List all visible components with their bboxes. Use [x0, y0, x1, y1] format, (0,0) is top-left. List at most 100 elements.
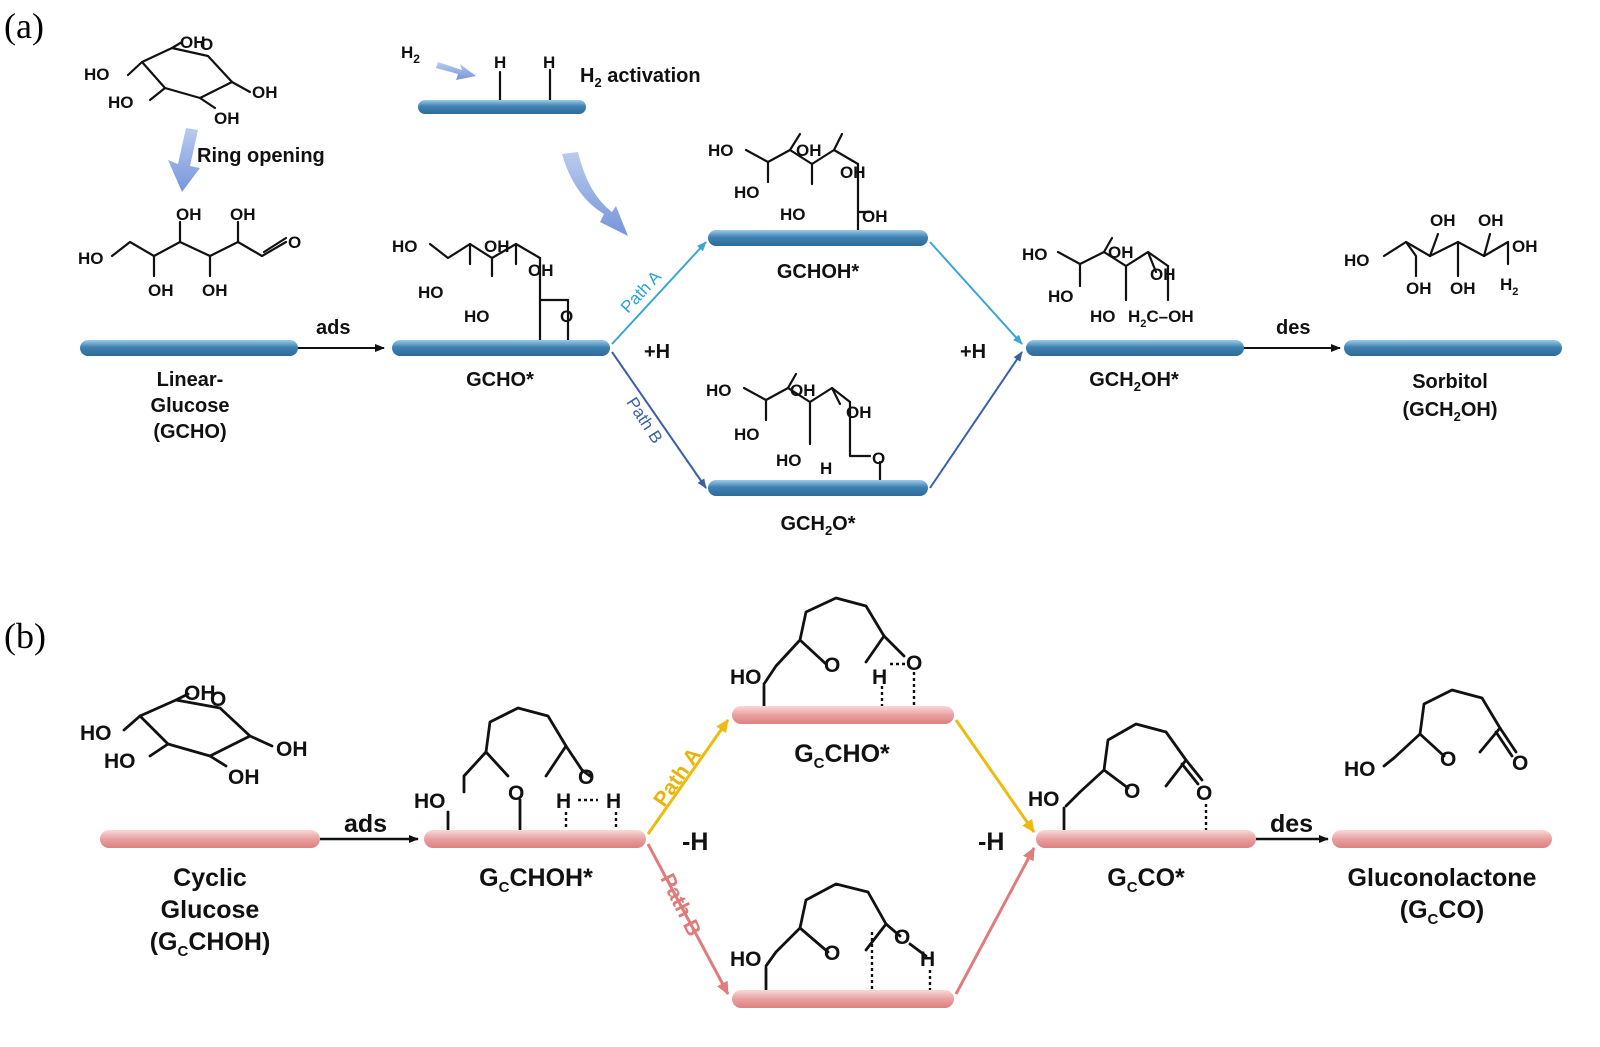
h2-small-arrow	[436, 62, 476, 80]
path-b-converge-arrow-b	[954, 847, 1036, 995]
level-linear-glucose	[80, 340, 298, 356]
sorbitol-label-line1: Sorbitol	[1412, 371, 1488, 393]
gcchoh-adsorbed-structure: HO O H O H	[414, 706, 621, 832]
level-path-b-intermediate	[732, 990, 954, 1008]
oh-label: OH	[1450, 279, 1476, 298]
h2-label: H2	[401, 43, 420, 66]
gccho-label: GCCHO*	[794, 740, 890, 772]
h2-activation-label: H2 activation	[580, 65, 701, 90]
oh-label: OH	[528, 261, 554, 280]
ring-o-label: O	[824, 942, 840, 965]
ho-label: HO	[104, 750, 136, 773]
ho-label: HO	[776, 451, 802, 470]
ho-label: HO	[730, 666, 762, 689]
level-gcco	[1036, 830, 1256, 848]
path-a-arrow-b	[646, 719, 730, 835]
ho-label: HO	[80, 722, 112, 745]
gchoh-adsorbed-structure: HO OH HO OH HO OH	[708, 132, 888, 232]
path-a-arrow-a	[611, 241, 707, 345]
ads-label-a: ads	[316, 317, 350, 339]
ring-o-label: O	[200, 35, 213, 54]
gch2o-label: GCH2O*	[780, 513, 855, 538]
oh-label: OH	[214, 109, 240, 128]
ho-label: HO	[734, 183, 760, 202]
ho-label: HO	[1048, 287, 1074, 306]
ho-label: HO	[414, 790, 446, 813]
ho-label: HO	[84, 65, 110, 84]
oh-label: OH	[1430, 211, 1456, 230]
oh-label: OH	[184, 682, 216, 705]
minus-h-label-left: -H	[682, 828, 708, 856]
oh-label: OH	[484, 237, 510, 256]
ho-label: HO	[1090, 307, 1116, 326]
cyclic-glucose-label-line2: Glucose	[161, 896, 260, 924]
h2c-oh-label: H2C–OH	[1128, 307, 1194, 330]
ho-label: HO	[464, 307, 490, 326]
ho-label: HO	[1028, 788, 1060, 811]
sorbitol-structure: HO OH OH OH OH OH H2	[1344, 211, 1538, 298]
h-label: H	[872, 666, 887, 689]
h-atom-right: H	[543, 53, 555, 72]
gluconolactone-structure: HO O O	[1344, 688, 1528, 781]
path-a-converge-arrow-b	[954, 719, 1036, 833]
oh-label: OH	[252, 83, 278, 102]
cyclic-glucose-label-line1: Cyclic	[173, 864, 247, 892]
ads-label-b: ads	[344, 810, 387, 838]
ho-label: HO	[1344, 251, 1370, 270]
oh-label: OH	[228, 766, 260, 789]
oh-label: OH	[846, 403, 872, 422]
gcchoh-label: GCCHOH*	[479, 864, 593, 896]
h2-activation-level	[418, 100, 586, 114]
gccho-adsorbed-structure: HO O H O	[730, 596, 922, 708]
ring-o-label: O	[1124, 780, 1140, 803]
linear-glucose-label-line1: Linear-	[157, 369, 224, 391]
ring-opening-label: Ring opening	[197, 145, 325, 167]
gcho-adsorbed-structure: HO OH HO OH HO O	[392, 237, 573, 342]
path-a-converge-arrow-a	[929, 241, 1023, 345]
ho-label: HO	[1022, 245, 1048, 264]
path-a-label-b: Path A	[649, 744, 706, 811]
gluconolactone-label-line1: Gluconolactone	[1348, 864, 1537, 892]
gcco-adsorbed-structure: HO O O	[1028, 722, 1212, 832]
level-gccho	[732, 706, 954, 724]
path-b-converge-arrow-a	[929, 351, 1023, 489]
minus-h-label-right: -H	[978, 828, 1004, 856]
oh-label: OH	[1512, 237, 1538, 256]
level-gcho	[392, 340, 610, 356]
gchoh-label: GCHOH*	[777, 261, 859, 283]
ring-o-label: O	[1440, 748, 1456, 771]
oh-label: OH	[1108, 243, 1134, 262]
panel-a-label: (a)	[4, 6, 44, 46]
ho-label: HO	[730, 948, 762, 971]
gcco-label: GCCO*	[1107, 864, 1185, 896]
ho-label: HO	[78, 249, 104, 268]
ho-label: HO	[108, 93, 134, 112]
gcho-label: GCHO*	[466, 369, 534, 391]
level-gch2oh	[1026, 340, 1244, 356]
gch2o-adsorbed-structure: HO OH HO OH HO H O	[706, 372, 885, 482]
oh-label: OH	[276, 738, 308, 761]
level-gch2o	[708, 480, 928, 496]
oh-label: OH	[176, 205, 202, 224]
plus-h-label-right: +H	[960, 341, 986, 363]
oh-label: OH	[862, 207, 888, 226]
oh-label: OH	[180, 33, 206, 52]
ho-label: HO	[708, 141, 734, 160]
ring-o-label: O	[560, 307, 573, 326]
level-cyclic-glucose	[100, 830, 320, 848]
level-gluconolactone	[1332, 830, 1552, 848]
sorbitol-label-line2: (GCH2OH)	[1402, 399, 1497, 424]
gch2oh-adsorbed-structure: HO OH HO OH HO H2C–OH	[1022, 236, 1194, 330]
path-b-intermediate-structure: HO O O H	[730, 882, 935, 992]
linear-glucose-structure: OH OH HO O OH OH	[78, 205, 301, 300]
des-label-a: des	[1276, 317, 1310, 339]
oh-label: OH	[1150, 265, 1176, 284]
o-label: O	[872, 449, 885, 468]
ring-o-label: O	[210, 688, 226, 711]
h-label: H	[920, 948, 935, 971]
ho-label: HO	[706, 381, 732, 400]
ho-label: HO	[418, 283, 444, 302]
h-label: H	[556, 790, 571, 813]
carbonyl-o-label: O	[1196, 782, 1212, 805]
